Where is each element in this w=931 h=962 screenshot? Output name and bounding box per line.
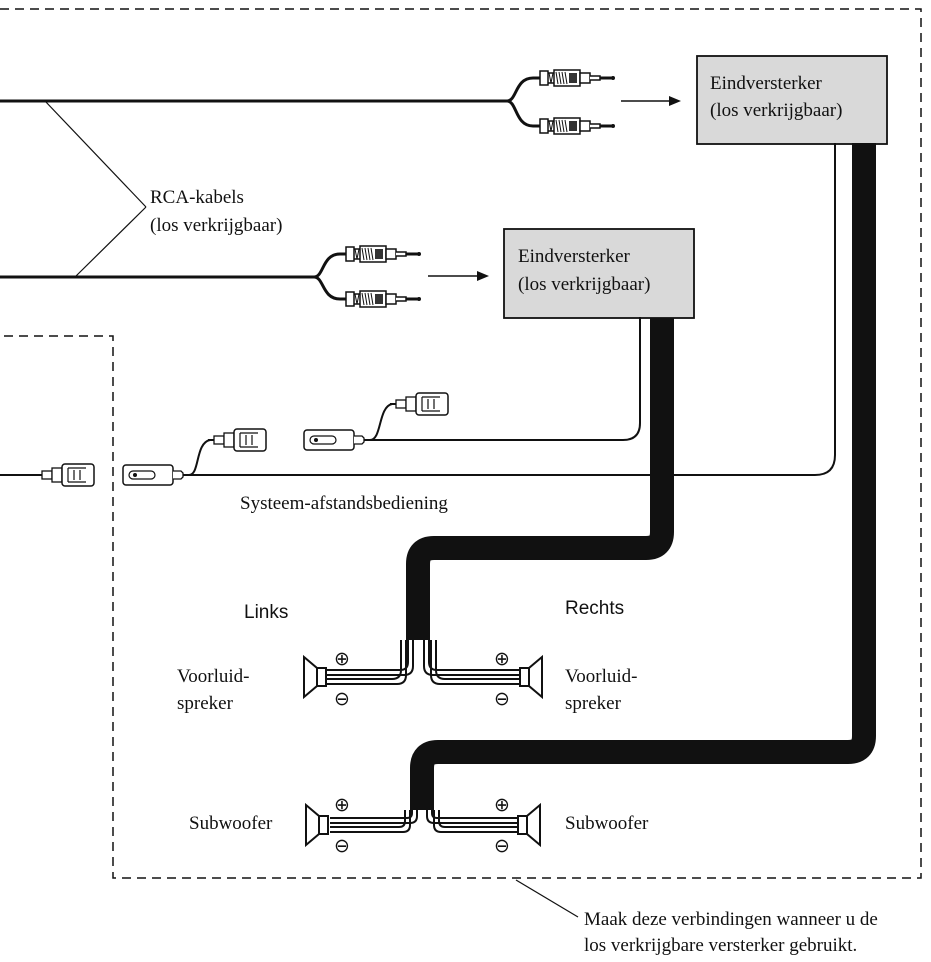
arrow-right-icon xyxy=(621,96,681,106)
minus-icon: ⊖ xyxy=(494,688,510,710)
speaker-icon xyxy=(519,656,543,698)
right-label: Rechts xyxy=(565,598,624,619)
amplifier-top-sublabel: (los verkrijgbaar) xyxy=(710,100,842,121)
front-right-speaker-sublabel: spreker xyxy=(565,693,622,714)
subwoofer-left-label: Subwoofer xyxy=(189,813,273,834)
amplifier-top-label: Eindversterker xyxy=(710,73,823,94)
rca-plug-icon xyxy=(345,290,422,308)
rca-plug-icon xyxy=(539,117,616,135)
rca-cable-middle xyxy=(0,245,422,308)
amplifier-middle-label: Eindversterker xyxy=(518,246,631,267)
remote-female-connector-icon xyxy=(389,392,449,416)
arrow-right-icon xyxy=(428,271,489,281)
rca-plug-icon xyxy=(539,69,616,87)
remote-male-connector-icon xyxy=(122,464,190,486)
plus-icon: ⊕ xyxy=(494,648,510,670)
remote-male-connector-icon xyxy=(303,429,371,451)
rca-plug-icon xyxy=(345,245,422,263)
front-left-speaker-sublabel: spreker xyxy=(177,693,234,714)
amplifier-middle-sublabel: (los verkrijgbaar) xyxy=(518,274,650,295)
speaker-cable-subwoofer xyxy=(410,143,876,810)
rca-cables-label: RCA-kabels xyxy=(150,187,244,208)
system-remote-wire xyxy=(0,143,836,487)
front-speaker-wires xyxy=(322,640,519,685)
minus-icon: ⊖ xyxy=(334,688,350,710)
rca-label-leader xyxy=(44,100,147,278)
front-left-speaker-label: Voorluid- xyxy=(177,666,249,687)
front-right-speaker-label: Voorluid- xyxy=(565,666,637,687)
remote-female-connector-icon xyxy=(35,463,95,487)
rca-cable-top xyxy=(0,69,616,135)
system-remote-label: Systeem-afstandsbediening xyxy=(240,493,448,514)
plus-icon: ⊕ xyxy=(334,648,350,670)
left-label: Links xyxy=(244,602,288,623)
speaker-icon xyxy=(305,804,329,846)
outer-dashed-frame xyxy=(0,8,922,879)
plus-icon: ⊕ xyxy=(334,794,350,816)
speaker-icon xyxy=(303,656,327,698)
note-leader xyxy=(515,879,579,918)
subwoofer-right-label: Subwoofer xyxy=(565,813,649,834)
amplifier-top: Eindversterker (los verkrijgbaar) xyxy=(696,55,888,145)
minus-icon: ⊖ xyxy=(334,835,350,857)
note-text-line2: los verkrijgbare versterker gebruikt. xyxy=(584,935,857,956)
rca-cables-sublabel: (los verkrijgbaar) xyxy=(150,215,282,236)
minus-icon: ⊖ xyxy=(494,835,510,857)
remote-female-connector-icon xyxy=(207,428,267,452)
plus-icon: ⊕ xyxy=(494,794,510,816)
note-text: Maak deze verbindingen wanneer u de xyxy=(584,909,878,930)
amplifier-middle: Eindversterker (los verkrijgbaar) xyxy=(503,228,695,319)
subwoofer-wires xyxy=(330,810,518,833)
speaker-icon xyxy=(517,804,541,846)
speaker-cable-front xyxy=(406,318,674,640)
